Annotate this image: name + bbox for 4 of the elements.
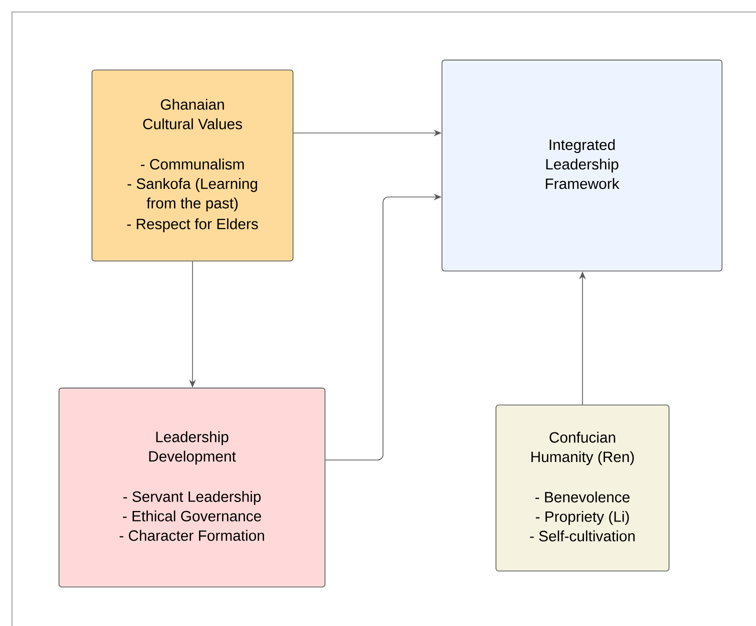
text-box: Confucian Humanity (Ren) - Benevolence - Propriety (Li) - Self-cultivation <box>496 404 670 572</box>
text-box: Ghanaian Cultural Values - Communalism - Sankofa (Learning from the past) - Respect for Elders <box>92 70 294 262</box>
text-box: Leadership Development - Servant Leadership - Ethical Governance - Character Formation <box>58 388 326 588</box>
text-box: Integrated Leadership Framework <box>442 60 722 272</box>
